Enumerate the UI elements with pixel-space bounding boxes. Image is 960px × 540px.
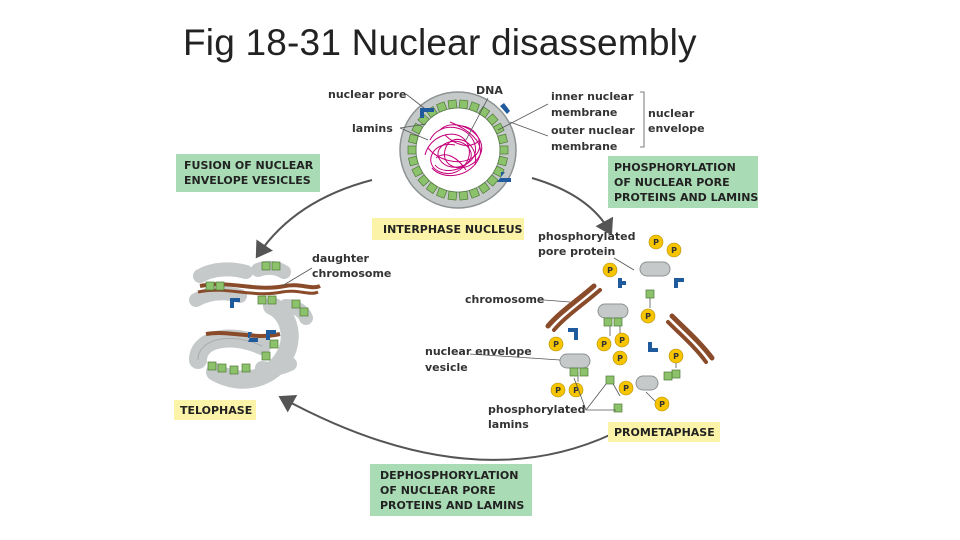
fusion-box-line-2: ENVELOPE VESICLES <box>184 174 311 187</box>
svg-text:P: P <box>619 336 625 345</box>
svg-text:P: P <box>673 352 679 361</box>
nuclear-pore-icon <box>420 103 511 182</box>
lamin-square <box>411 165 424 178</box>
interphase-pointer-lines <box>399 91 645 148</box>
label-nuclear-envelope-vesicle-2: vesicle <box>425 361 468 374</box>
lamin-square <box>408 133 419 145</box>
label-dna: DNA <box>476 84 503 97</box>
label-nuclear-envelope-2: envelope <box>648 122 705 135</box>
telophase-box: TELOPHASE <box>174 400 256 420</box>
prometaphase-box: PROMETAPHASE <box>608 422 720 442</box>
lamin-square <box>492 122 505 135</box>
phosphorylation-box: PHOSPHORYLATION OF NUCLEAR PORE PROTEINS… <box>608 156 758 208</box>
lamin-square <box>486 113 499 126</box>
label-phosphorylated-lamins-1: phosphorylated <box>488 403 585 416</box>
daughter-chromosome-pointer <box>281 267 313 287</box>
phosphate-marker: P <box>612 350 628 366</box>
cycle-arrow-top-right <box>531 177 614 236</box>
phosphate-marker: P <box>596 336 612 352</box>
lamin-square <box>458 99 469 110</box>
telophase-box-label: TELOPHASE <box>180 404 252 417</box>
lamin-square <box>436 187 448 199</box>
interphase-nucleus <box>399 91 517 209</box>
phosphate-marker: P <box>614 332 630 348</box>
phosphate-marker: P <box>550 382 566 398</box>
lamin-square <box>497 155 508 167</box>
phosphorylation-box-line-3: PROTEINS AND LAMINS <box>614 191 758 204</box>
label-chromosome: chromosome <box>465 293 544 306</box>
telophase-structure <box>189 260 321 389</box>
fusion-box: FUSION OF NUCLEAR ENVELOPE VESICLES <box>176 154 320 192</box>
lamin-square <box>468 101 480 113</box>
svg-text:P: P <box>623 384 629 393</box>
lamin-square <box>486 174 499 187</box>
lamin-square <box>499 145 509 155</box>
label-daughter-chromosome-2: chromosome <box>312 267 391 280</box>
lamin-square <box>468 187 480 199</box>
lamin-square <box>436 101 448 113</box>
cycle-arrow-bottom <box>278 394 613 461</box>
interphase-box-label: INTERPHASE NUCLEUS <box>383 223 523 236</box>
label-outer-nuclear-membrane-1: outer nuclear <box>551 124 635 137</box>
cycle-arrow-top-left <box>255 179 373 259</box>
phosphate-marker: P <box>548 336 564 352</box>
dna-tangle <box>424 121 483 176</box>
svg-text:P: P <box>553 340 559 349</box>
prometaphase-pointer-lines <box>469 257 635 411</box>
label-nuclear-envelope-1: nuclear <box>648 107 695 120</box>
svg-text:P: P <box>573 386 579 395</box>
label-inner-nuclear-membrane-1: inner nuclear <box>551 90 634 103</box>
label-outer-nuclear-membrane-2: membrane <box>551 140 617 153</box>
svg-text:P: P <box>671 246 677 255</box>
phosphate-marker: P <box>668 348 684 364</box>
svg-text:P: P <box>645 312 651 321</box>
dephosphorylation-box-line-1: DEPHOSPHORYLATION <box>380 469 518 482</box>
lamin-square <box>478 181 491 194</box>
phosphorylation-box-line-1: PHOSPHORYLATION <box>614 161 736 174</box>
lamin-square <box>425 181 438 194</box>
slide-title: Fig 18-31 Nuclear disassembly <box>183 22 697 63</box>
label-inner-nuclear-membrane-2: membrane <box>551 106 617 119</box>
fusion-box-line-1: FUSION OF NUCLEAR <box>184 159 314 172</box>
label-phosphorylated-lamins-2: lamins <box>488 418 529 431</box>
label-phosphorylated-pore-protein-1: phosphorylated <box>538 230 635 243</box>
lamin-square <box>447 190 458 201</box>
label-phosphorylated-pore-protein-2: pore protein <box>538 245 615 258</box>
phosphate-marker: P <box>640 308 656 324</box>
phosphate-marker: P <box>666 242 682 258</box>
dephosphorylation-box-line-2: OF NUCLEAR PORE <box>380 484 496 497</box>
label-daughter-chromosome-1: daughter <box>312 252 370 265</box>
dephosphorylation-box: DEPHOSPHORYLATION OF NUCLEAR PORE PROTEI… <box>370 464 532 516</box>
svg-text:P: P <box>601 340 607 349</box>
label-nuclear-envelope-vesicle-1: nuclear envelope <box>425 345 532 358</box>
label-lamins: lamins <box>352 122 393 135</box>
interphase-box: INTERPHASE NUCLEUS <box>372 218 524 240</box>
phosphorylation-box-line-2: OF NUCLEAR PORE <box>614 176 730 189</box>
phosphate-marker: P <box>618 380 634 396</box>
lamin-square <box>458 190 469 201</box>
prometaphase-box-label: PROMETAPHASE <box>614 426 715 439</box>
svg-text:P: P <box>607 266 613 275</box>
svg-text:P: P <box>617 354 623 363</box>
dephosphorylation-box-line-3: PROTEINS AND LAMINS <box>380 499 524 512</box>
svg-text:P: P <box>555 386 561 395</box>
lamin-square <box>407 145 417 155</box>
lamin-square <box>408 155 419 167</box>
svg-text:P: P <box>653 238 659 247</box>
prometaphase-structure <box>545 261 715 413</box>
svg-text:P: P <box>659 400 665 409</box>
phosphate-marker: P <box>654 396 670 412</box>
lamin-square <box>447 99 458 110</box>
label-nuclear-pore: nuclear pore <box>328 88 406 101</box>
phosphate-marker: P <box>602 262 618 278</box>
lamin-square <box>417 174 430 187</box>
lamin-square <box>497 133 508 145</box>
phosphate-marker: P <box>568 382 584 398</box>
phosphate-marker: P <box>648 234 664 250</box>
lamin-square <box>478 106 491 119</box>
